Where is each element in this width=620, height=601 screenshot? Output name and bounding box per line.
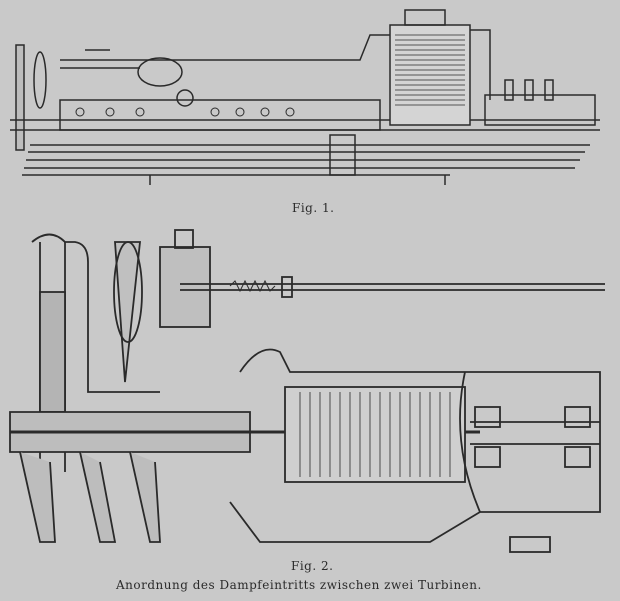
figure-2-label: Fig. 2.: [291, 559, 334, 573]
figure-2-drawing: Fig. 2. Anordnung des Dampfeintritts zwi…: [0, 222, 620, 592]
figure-1-drawing: Fig. 1.: [0, 0, 620, 215]
figure-1-label: Fig. 1.: [292, 201, 335, 215]
figure-caption: Anordnung des Dampfeintritts zwischen zw…: [116, 578, 482, 592]
